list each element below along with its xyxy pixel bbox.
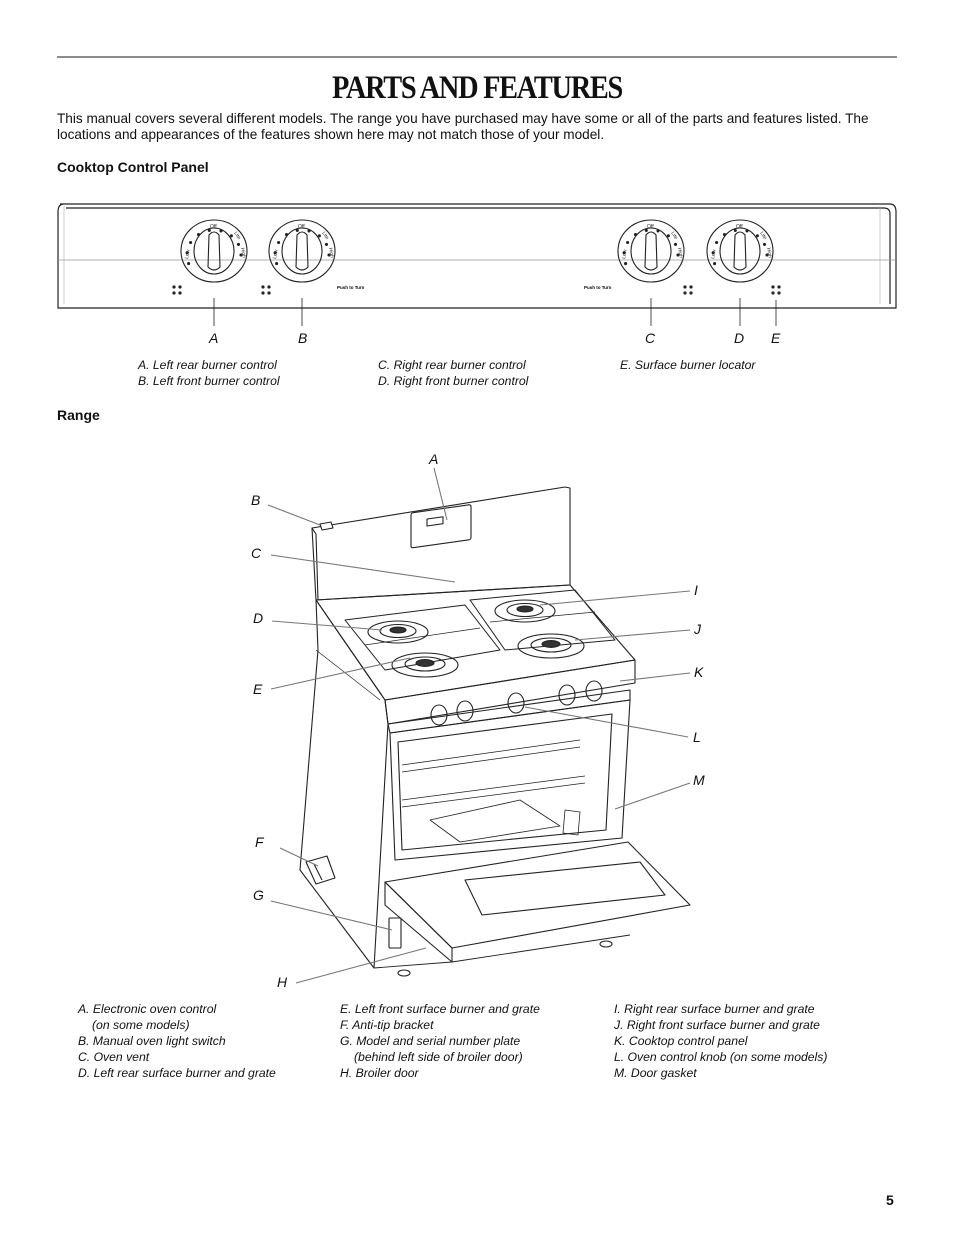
legend-item: A. Electronic oven control — [78, 1002, 217, 1016]
range-callout-k: K — [694, 664, 704, 680]
range-legend-col1: A. Electronic oven control (on some mode… — [78, 1001, 276, 1081]
range-callout-b: B — [251, 492, 261, 508]
range-callout-m: M — [693, 772, 705, 788]
range-callout-g: G — [253, 887, 264, 903]
range-callout-j: J — [694, 621, 701, 637]
cooktop-callout-d: D — [734, 330, 745, 346]
cooktop-legend-col3: E. Surface burner locator — [620, 357, 756, 373]
svg-text:Off: Off — [298, 224, 305, 230]
legend-item: B. Left front burner control — [138, 374, 280, 388]
legend-item: H. Broiler door — [340, 1066, 419, 1080]
cooktop-callout-b: B — [298, 330, 308, 346]
svg-text:Off: Off — [210, 224, 217, 230]
legend-item: L. Oven control knob (on some models) — [614, 1050, 828, 1064]
surface-burner-locator-icon — [172, 285, 781, 295]
legend-item: E. Surface burner locator — [620, 358, 756, 372]
legend-item: K. Cooktop control panel — [614, 1034, 748, 1048]
svg-text:Lite: Lite — [758, 231, 768, 241]
legend-item: F. Anti-tip bracket — [340, 1018, 434, 1032]
svg-text:High: High — [676, 247, 684, 258]
cooktop-callout-e: E — [771, 330, 781, 346]
svg-text:High: High — [765, 247, 773, 258]
range-callout-i: I — [694, 582, 698, 598]
svg-text:High: High — [239, 247, 247, 258]
cooktop-heading: Cooktop Control Panel — [57, 159, 209, 175]
legend-item: J. Right front surface burner and grate — [614, 1018, 820, 1032]
legend-item: I. Right rear surface burner and grate — [614, 1002, 815, 1016]
range-callout-c: C — [251, 545, 262, 561]
svg-text:High: High — [327, 247, 335, 258]
legend-item: E. Left front surface burner and grate — [340, 1002, 540, 1016]
range-callout-d: D — [253, 610, 264, 626]
legend-item: B. Manual oven light switch — [78, 1034, 226, 1048]
cooktop-callout-a: A — [209, 330, 219, 346]
top-rule — [57, 56, 897, 58]
push-to-turn-label-left: Push to Turn — [337, 285, 365, 290]
range-heading: Range — [57, 407, 100, 423]
svg-text:Low: Low — [272, 249, 280, 259]
legend-item: D. Right front burner control — [378, 374, 529, 388]
cooktop-legend-col2: C. Right rear burner control D. Right fr… — [378, 357, 528, 389]
range-callout-h: H — [277, 974, 288, 990]
page-number: 5 — [886, 1192, 894, 1208]
svg-text:Low: Low — [710, 249, 718, 259]
legend-item-continued: (on some models) — [92, 1018, 190, 1032]
legend-item: C. Oven vent — [78, 1050, 150, 1064]
page-title: PARTS AND FEATURES — [331, 70, 623, 106]
range-legend-col3: I. Right rear surface burner and grate J… — [614, 1001, 827, 1081]
svg-text:Low: Low — [621, 249, 629, 259]
svg-text:Lite: Lite — [320, 231, 330, 241]
legend-item: M. Door gasket — [614, 1066, 697, 1080]
range-callout-e: E — [253, 681, 263, 697]
svg-text:Off: Off — [736, 224, 743, 230]
legend-item-continued: (behind left side of broiler door) — [354, 1050, 523, 1064]
svg-text:Lite: Lite — [232, 231, 242, 241]
svg-text:Lite: Lite — [669, 231, 679, 241]
range-legend-col2: E. Left front surface burner and grate F… — [340, 1001, 540, 1081]
legend-item: C. Right rear burner control — [378, 358, 526, 372]
svg-text:Off: Off — [647, 224, 654, 230]
legend-item: D. Left rear surface burner and grate — [78, 1066, 276, 1080]
range-callout-f: F — [255, 834, 264, 850]
svg-text:Low: Low — [184, 249, 192, 259]
cooktop-legend-col1: A. Left rear burner control B. Left fron… — [138, 357, 280, 389]
legend-item: A. Left rear burner control — [138, 358, 277, 372]
cooktop-callout-c: C — [645, 330, 656, 346]
legend-item: G. Model and serial number plate — [340, 1034, 521, 1048]
push-to-turn-label-right: Push to Turn — [584, 285, 612, 290]
intro-paragraph: This manual covers several different mod… — [57, 111, 869, 142]
range-callout-a: A — [429, 451, 439, 467]
range-callout-l: L — [693, 729, 701, 745]
